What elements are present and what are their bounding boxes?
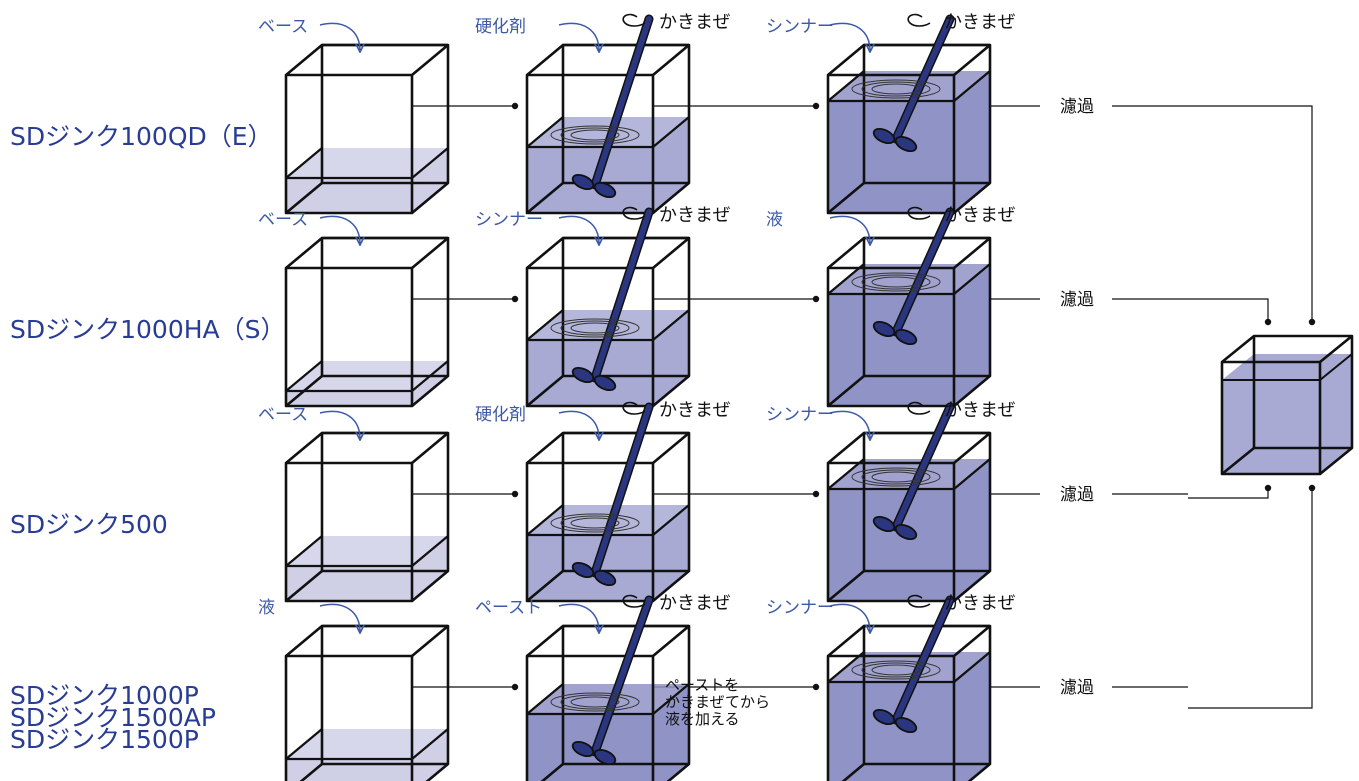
pour-arrow-icon [829, 410, 870, 439]
mix-label: かきまぜ [944, 400, 1015, 421]
mix-rotation-icon [907, 206, 931, 220]
mix-label: かきまぜ [659, 12, 730, 33]
mix-rotation-icon [622, 594, 646, 608]
flow-node [511, 683, 519, 691]
step1-ingredient-label: ベース [258, 405, 308, 425]
process-note: ペーストを [665, 676, 739, 694]
container-step3 [826, 236, 992, 408]
stirrer-icon [550, 14, 654, 199]
pour-arrow-icon [558, 410, 599, 439]
mix-rotation-icon [622, 13, 646, 27]
product-name: SDジンク1000HA（S） [10, 315, 286, 344]
mix-label: かきまぜ [944, 205, 1015, 226]
mix-rotation-icon [622, 206, 646, 220]
container-step1 [284, 43, 450, 215]
step1-ingredient-label: ベース [258, 210, 308, 230]
flow-node [511, 102, 519, 110]
process-note: 液を加える [665, 710, 740, 728]
step3-ingredient-label: シンナー [766, 17, 834, 37]
mix-rotation-icon [907, 594, 931, 608]
process-note: かきまぜてから [665, 693, 770, 711]
pour-arrow-icon [319, 410, 360, 439]
step2-ingredient-label: 硬化剤 [475, 17, 526, 37]
mix-rotation-icon [622, 401, 646, 415]
mix-rotation-icon [907, 401, 931, 415]
flow-node [812, 683, 820, 691]
flow-node [511, 490, 519, 498]
process-row: SDジンク1000PSDジンク1500APSDジンク1500P液ペーストかきまぜ… [10, 593, 1188, 781]
container-step3 [826, 624, 992, 781]
flow-node [812, 295, 820, 303]
step3-ingredient-label: シンナー [766, 405, 834, 425]
flow-node [812, 102, 820, 110]
pour-arrow-icon [558, 603, 599, 632]
pour-arrow-icon [829, 22, 870, 51]
stirrer-icon [550, 402, 654, 587]
step3-ingredient-label: シンナー [766, 598, 834, 618]
filter-label: 濾過 [1060, 290, 1094, 310]
pour-arrow-icon [829, 215, 870, 244]
step3-ingredient-label: 液 [766, 210, 783, 230]
mix-label: かきまぜ [944, 593, 1015, 614]
stirrer-icon [550, 595, 654, 766]
pour-arrow-icon [319, 215, 360, 244]
mix-label: かきまぜ [659, 205, 730, 226]
pour-arrow-icon [319, 603, 360, 632]
step1-ingredient-label: ベース [258, 17, 308, 37]
step2-ingredient-label: ペースト [475, 598, 542, 618]
pour-arrow-icon [319, 22, 360, 51]
product-name: SDジンク500 [10, 510, 168, 539]
product-name: SDジンク1500AP [10, 703, 216, 732]
container-step1 [284, 431, 450, 603]
product-name: SDジンク1500P [10, 725, 199, 754]
filter-label: 濾過 [1060, 97, 1094, 117]
pour-arrow-icon [829, 603, 870, 632]
collector-tank [1188, 105, 1354, 709]
mix-label: かきまぜ [659, 593, 730, 614]
product-name: SDジンク100QD（E） [10, 122, 273, 151]
filter-label: 濾過 [1060, 678, 1094, 698]
mix-label: かきまぜ [944, 12, 1015, 33]
mix-rotation-icon [907, 13, 931, 27]
stirrer-icon [851, 207, 955, 346]
step2-ingredient-label: シンナー [475, 210, 543, 230]
container-step1 [284, 236, 450, 408]
mix-label: かきまぜ [659, 400, 730, 421]
container-step3 [826, 431, 992, 603]
flow-node [511, 295, 519, 303]
pour-arrow-icon [558, 215, 599, 244]
pour-arrow-icon [558, 22, 599, 51]
stirrer-icon [851, 595, 955, 734]
product-name: SDジンク1000P [10, 681, 199, 710]
flow-node [812, 490, 820, 498]
stirrer-icon [851, 14, 955, 153]
step2-ingredient-label: 硬化剤 [475, 405, 526, 425]
filter-label: 濾過 [1060, 485, 1094, 505]
container-step1 [284, 624, 450, 781]
stirrer-icon [851, 402, 955, 541]
stirrer-icon [550, 207, 654, 392]
container-step3 [826, 43, 992, 215]
step1-ingredient-label: 液 [258, 598, 275, 618]
